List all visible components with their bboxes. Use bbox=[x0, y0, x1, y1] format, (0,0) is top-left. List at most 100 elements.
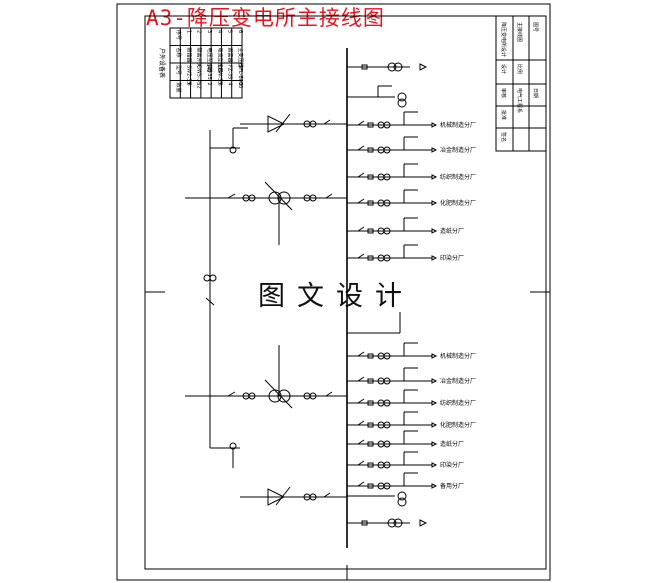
table-cell: 数量 bbox=[175, 83, 182, 93]
disconnector-icon bbox=[323, 119, 331, 125]
title-block-project: 降压变电所设计 bbox=[500, 22, 507, 57]
breaker-icon bbox=[367, 200, 374, 206]
table-cell: 4 bbox=[216, 30, 222, 33]
feeder-label: 化肥制造分厂 bbox=[440, 199, 476, 207]
feeder-circuit: 机械制造分厂 bbox=[347, 342, 476, 360]
current-transformer-icon bbox=[309, 392, 317, 400]
current-transformer-icon bbox=[383, 227, 391, 235]
feeder-label: 冶金制造分厂 bbox=[440, 377, 476, 385]
disconnector-icon bbox=[357, 376, 365, 382]
table-cell: 名称 bbox=[175, 48, 182, 58]
breaker-icon bbox=[367, 122, 374, 128]
current-transformer-icon bbox=[383, 482, 391, 490]
table-cell: GW5-35 bbox=[196, 65, 202, 85]
title-block-sign: 签名 bbox=[500, 132, 507, 142]
amplifier-triangle-icon bbox=[267, 488, 286, 506]
breaker-icon bbox=[367, 483, 374, 489]
pt-icon bbox=[229, 442, 237, 450]
table-cell: 2 bbox=[237, 83, 243, 86]
feeder-circuit: 冶金制造分厂 bbox=[347, 367, 476, 385]
arrow-icon bbox=[431, 441, 438, 447]
fuse-icon bbox=[361, 64, 368, 70]
feeder-circuit: 冶金制造分厂 bbox=[347, 136, 476, 154]
breaker-icon bbox=[367, 228, 374, 234]
current-transformer-icon bbox=[203, 274, 211, 282]
disconnector-icon bbox=[357, 226, 365, 232]
feeder-circuit: 纺织制造分厂 bbox=[347, 163, 476, 181]
table-cell: 5 bbox=[227, 30, 233, 33]
feeder-label: 印染分厂 bbox=[440, 461, 464, 469]
hv-side-equipment bbox=[185, 113, 347, 506]
title-block-date: 日期 bbox=[532, 88, 538, 98]
current-transformer-icon bbox=[248, 392, 256, 400]
disconnector-icon bbox=[357, 460, 365, 466]
feeder-circuit: 造纸分厂 bbox=[347, 217, 464, 235]
feeder-circuit: 化肥制造分厂 bbox=[347, 411, 476, 429]
arrow-icon bbox=[431, 422, 438, 428]
main-transformer-bay bbox=[185, 379, 347, 409]
arrow-icon bbox=[431, 483, 438, 489]
table-cell: 1 bbox=[185, 30, 191, 33]
current-transformer-icon bbox=[248, 194, 256, 202]
table-cell: 6 bbox=[216, 83, 222, 86]
feeder-label: 造纸分厂 bbox=[440, 227, 464, 235]
table-cell: 型号 bbox=[175, 65, 182, 75]
breaker-icon bbox=[367, 462, 374, 468]
table-cell: SFL-8000 bbox=[237, 65, 243, 88]
compensation-bank bbox=[240, 486, 347, 506]
breaker-icon bbox=[367, 441, 374, 447]
amplifier-triangle-icon bbox=[267, 115, 286, 133]
table-cell: 2 bbox=[196, 30, 202, 33]
watermark-text: 图文设计 bbox=[258, 281, 414, 312]
current-transformer-icon bbox=[383, 199, 391, 207]
disconnector-icon bbox=[205, 297, 215, 306]
current-transformer-icon bbox=[309, 120, 317, 128]
compensation-bank bbox=[240, 113, 347, 133]
table-cell: 12 bbox=[196, 83, 202, 89]
feeder-label: 纺织制造分厂 bbox=[440, 173, 476, 181]
equipment-table-heading: 户外设备表 bbox=[158, 48, 166, 78]
disconnector-icon bbox=[357, 481, 365, 487]
breaker-icon bbox=[367, 353, 374, 359]
table-cell: FZ-35 bbox=[227, 65, 233, 79]
potential-transformer-icon bbox=[393, 62, 403, 72]
title-block-school: 电气工程系 bbox=[516, 88, 523, 113]
feeder-circuit: 备用分厂 bbox=[347, 472, 464, 490]
current-transformer-icon bbox=[383, 173, 391, 181]
breaker-icon bbox=[367, 174, 374, 180]
transformer-icon bbox=[397, 497, 407, 507]
current-transformer-icon bbox=[383, 421, 391, 429]
breaker-icon bbox=[367, 255, 374, 261]
disconnector-icon bbox=[357, 439, 365, 445]
arrester-icon bbox=[419, 519, 428, 527]
disconnector-icon bbox=[357, 398, 365, 404]
arrow-icon bbox=[431, 228, 438, 234]
disconnector-icon bbox=[357, 420, 365, 426]
arrow-icon bbox=[431, 353, 438, 359]
disconnector-icon bbox=[357, 145, 365, 151]
title-block-drawing: 主接线图 bbox=[516, 22, 523, 42]
title-block: 降压变电所设计主接线图图号设计比例日期审核电气工程系批准签名 bbox=[495, 15, 547, 152]
feeder-label: 机械制造分厂 bbox=[440, 121, 476, 129]
breaker-icon bbox=[367, 378, 374, 384]
current-transformer-icon bbox=[309, 194, 317, 202]
feeder-circuit: 印染分厂 bbox=[347, 451, 464, 469]
current-transformer-icon bbox=[383, 377, 391, 385]
table-cell: 6 bbox=[185, 83, 191, 86]
disconnector-icon bbox=[227, 391, 236, 397]
disconnector-icon bbox=[357, 172, 365, 178]
feeder-label: 纺织制造分厂 bbox=[440, 399, 476, 407]
current-transformer-icon bbox=[383, 121, 391, 129]
feeder-circuit: 化肥制造分厂 bbox=[347, 189, 476, 207]
title-block-approver: 批准 bbox=[500, 110, 507, 120]
pt-branch bbox=[347, 62, 428, 72]
arrow-icon bbox=[431, 462, 438, 468]
current-transformer-icon bbox=[383, 254, 391, 262]
arrester-icon bbox=[419, 63, 428, 71]
arrow-icon bbox=[431, 378, 438, 384]
disconnector-icon bbox=[357, 198, 365, 204]
transformer-icon bbox=[397, 92, 407, 102]
title-block-checker: 审核 bbox=[500, 88, 507, 98]
